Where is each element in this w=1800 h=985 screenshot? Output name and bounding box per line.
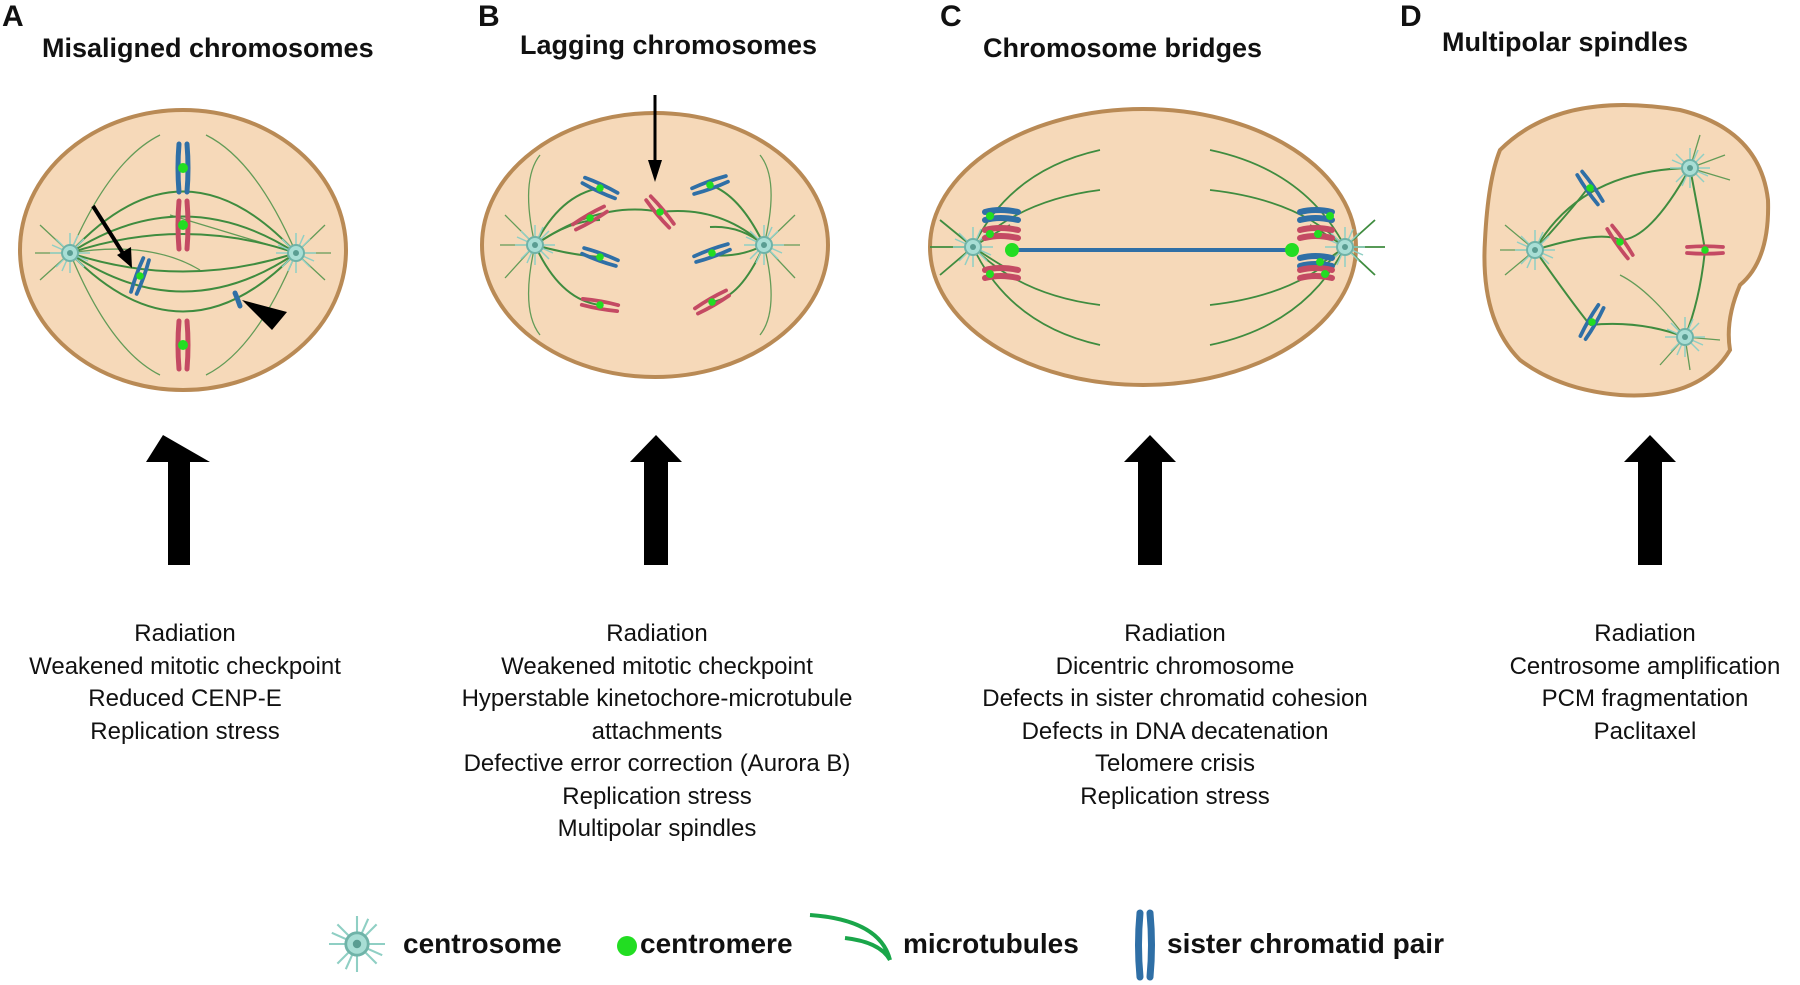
- up-arrow-a: [146, 435, 210, 565]
- panel-letter-b: B: [478, 0, 500, 33]
- cause-item: attachments: [591, 717, 723, 745]
- cause-item: Hyperstable kinetochore-microtubule: [461, 685, 853, 712]
- cause-item: Weakened mitotic checkpoint: [501, 652, 813, 680]
- cause-item: Radiation: [606, 620, 708, 647]
- cell-a: [18, 108, 348, 392]
- legend-centrosome-label: centrosome: [403, 928, 562, 959]
- legend-microtubules-icon: [809, 913, 892, 962]
- cause-item: Multipolar spindles: [557, 815, 757, 842]
- cell-c: [928, 107, 1385, 387]
- cause-item: Paclitaxel: [1593, 717, 1697, 745]
- up-arrow-d: [1624, 435, 1676, 565]
- legend-centromere-icon: [617, 936, 637, 956]
- cause-item: Defects in sister chromatid cohesion: [982, 685, 1368, 712]
- cause-item: Replication stress: [1080, 782, 1270, 810]
- legend-centromere-label: centromere: [640, 928, 793, 959]
- cause-item: Radiation: [1594, 620, 1696, 647]
- cause-item: Radiation: [1124, 620, 1226, 647]
- legend-chromatid-label: sister chromatid pair: [1167, 928, 1444, 959]
- cause-item: Centrosome amplification: [1509, 652, 1781, 680]
- causes-c: Radiation Dicentric chromosome Defects i…: [940, 618, 1410, 813]
- cause-item: Replication stress: [90, 717, 280, 745]
- panel-letter-c: C: [940, 0, 962, 33]
- panel-letter-d: D: [1400, 0, 1422, 33]
- cell-d: [1482, 103, 1771, 398]
- panel-title-a: Misaligned chromosomes: [42, 33, 374, 63]
- cause-item: Defective error correction (Aurora B): [463, 750, 851, 777]
- cause-item: Dicentric chromosome: [1055, 652, 1295, 680]
- legend-microtubules-label: microtubules: [903, 928, 1079, 959]
- cause-item: Replication stress: [562, 782, 752, 810]
- causes-d: Radiation Centrosome amplification PCM f…: [1490, 618, 1800, 748]
- cause-item: Telomere crisis: [1094, 750, 1256, 777]
- panel-title-d: Multipolar spindles: [1442, 27, 1689, 57]
- up-arrows: [146, 435, 1676, 565]
- panel-letter-a: A: [2, 0, 24, 33]
- legend-centrosome-icon: [327, 914, 387, 974]
- legend-chromatid-icon: [1135, 909, 1155, 981]
- cause-item: PCM fragmentation: [1541, 685, 1749, 712]
- cause-item: Weakened mitotic checkpoint: [29, 652, 341, 680]
- panel-title-c: Chromosome bridges: [983, 33, 1263, 63]
- panel-title-b: Lagging chromosomes: [520, 30, 818, 60]
- up-arrow-c: [1124, 435, 1176, 565]
- causes-b: Radiation Weakened mitotic checkpoint Hy…: [432, 618, 882, 846]
- cause-item: Defects in DNA decatenation: [1021, 717, 1329, 745]
- cause-item: Reduced CENP-E: [88, 685, 282, 712]
- cell-b: [480, 95, 830, 379]
- causes-a: Radiation Weakened mitotic checkpoint Re…: [0, 618, 370, 748]
- cause-item: Radiation: [134, 620, 236, 647]
- up-arrow-b: [630, 435, 682, 565]
